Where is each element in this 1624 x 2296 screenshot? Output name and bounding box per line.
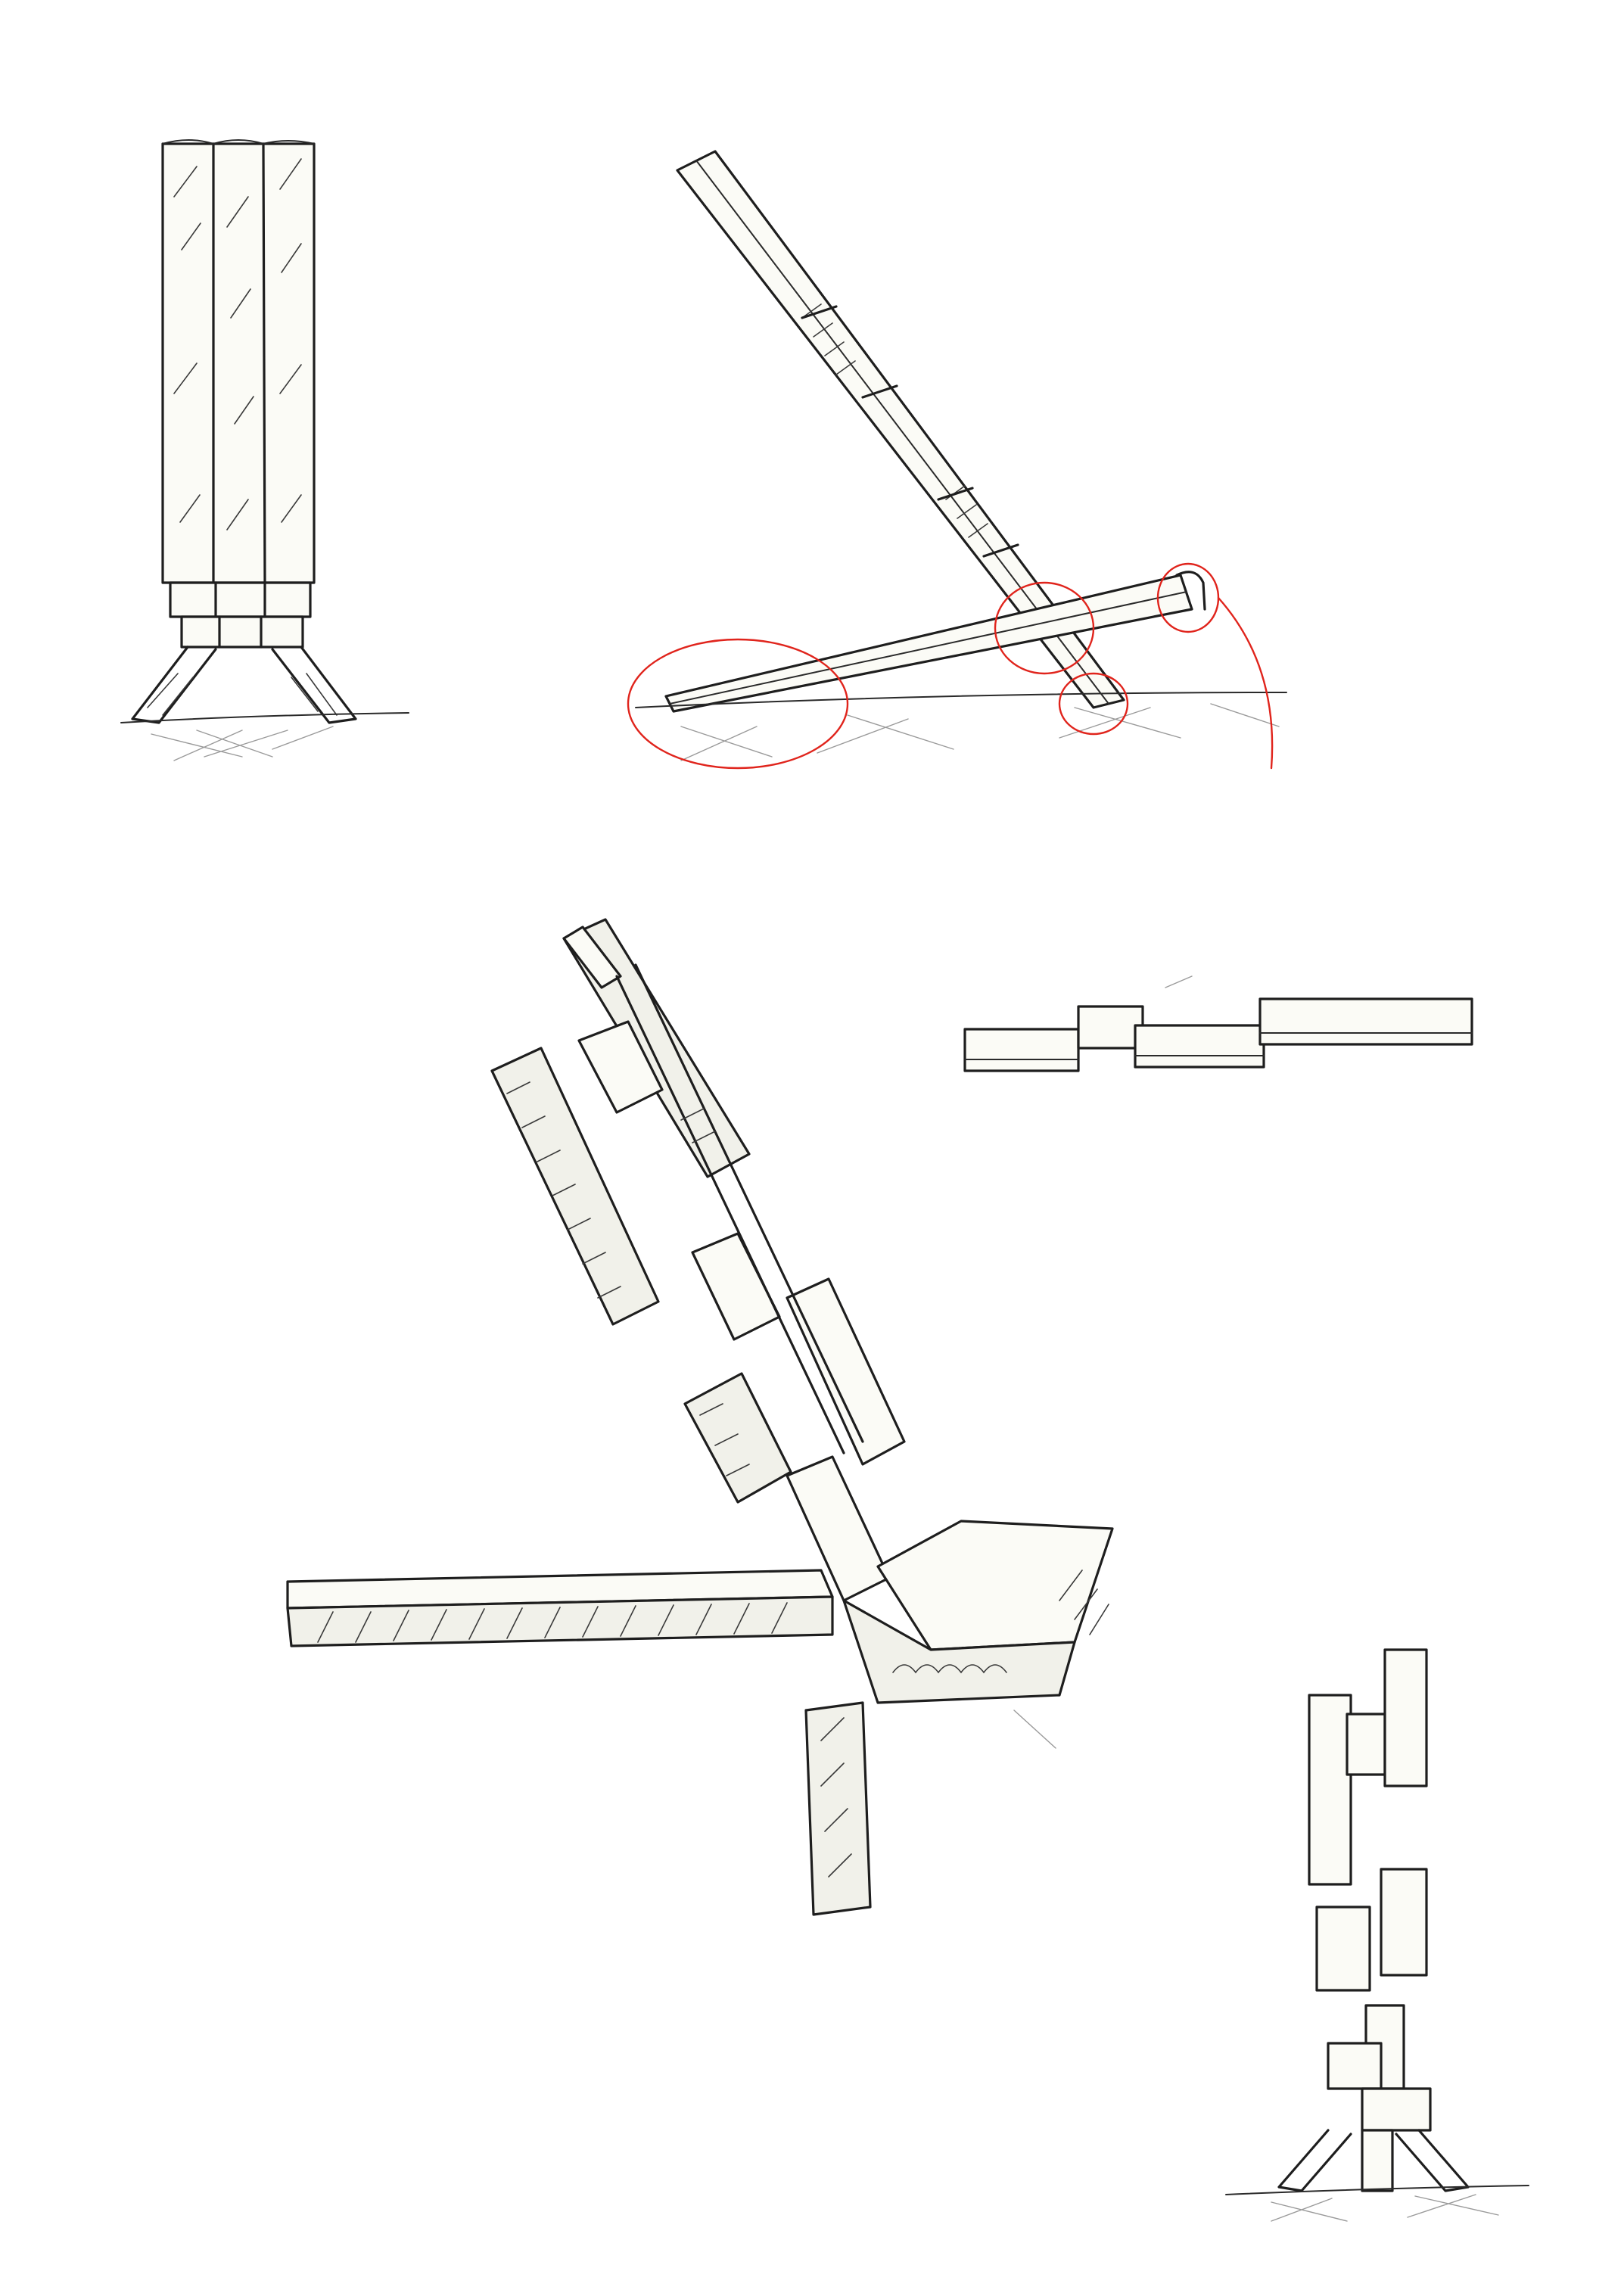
column-front-view-sketch	[120, 139, 409, 761]
stepped-column-elevation-sketch	[1225, 1648, 1529, 2222]
annotation-circle-foot	[627, 638, 849, 770]
leaning-chair-side-view-sketch	[627, 150, 1287, 770]
lounge-chair-perspective-sketch	[286, 918, 1114, 1916]
annotation-arrow	[1217, 596, 1274, 770]
annotation-circle-joint	[994, 581, 1095, 675]
annotation-circle-base	[1058, 672, 1129, 736]
stepped-slat-elevation-sketch	[963, 975, 1473, 1072]
